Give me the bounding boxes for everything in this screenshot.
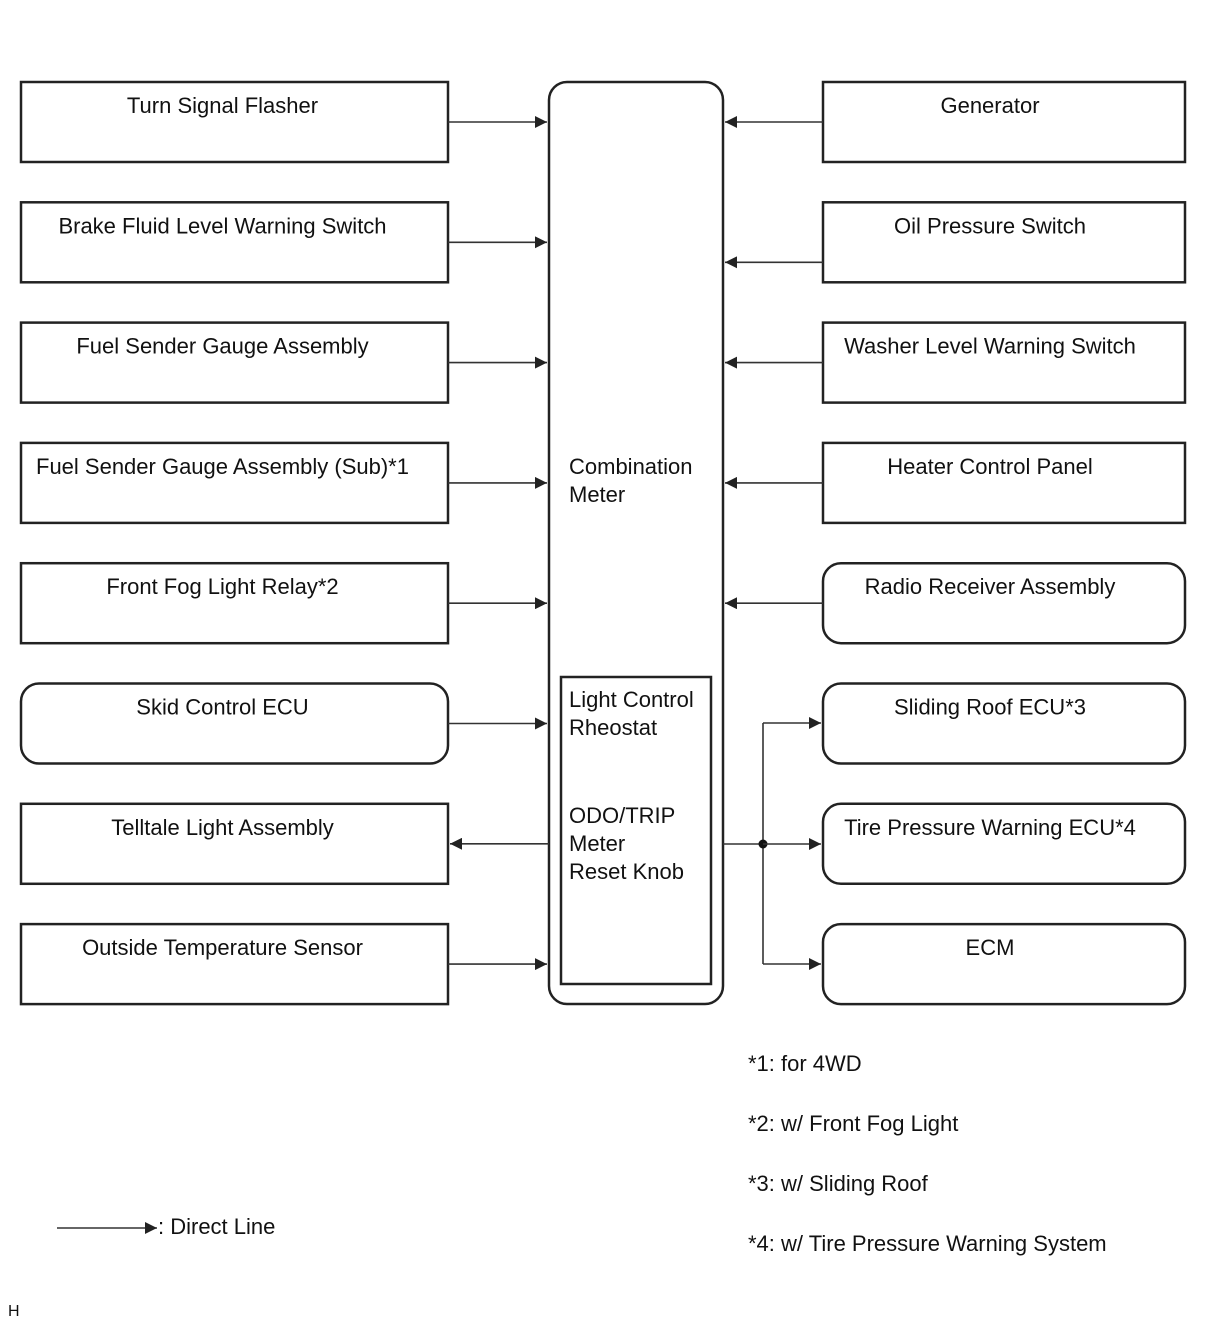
- heater-control-panel-box: [821, 441, 1187, 525]
- tire-pressure-warning-ecu-4-box: [821, 802, 1187, 886]
- turn-signal-flasher-box: [19, 80, 450, 164]
- footnote-3: *3: w/ Sliding Roof: [748, 1171, 928, 1196]
- odo-trip-label-3: Reset Knob: [569, 859, 684, 884]
- washer-level-warning-switch-label: Washer Level Warning Switch: [844, 334, 1136, 359]
- ecm-box: [821, 922, 1187, 1006]
- oil-pressure-switch-label: Oil Pressure Switch: [894, 213, 1086, 238]
- fuel-sender-gauge-assembly-label: Fuel Sender Gauge Assembly: [76, 334, 368, 359]
- tire-pressure-warning-ecu-4-label: Tire Pressure Warning ECU*4: [844, 815, 1136, 840]
- sliding-roof-ecu-3-box: [821, 682, 1187, 765]
- generator-label: Generator: [940, 93, 1039, 118]
- radio-receiver-assembly-label: Radio Receiver Assembly: [865, 574, 1116, 599]
- telltale-light-assembly-box: [19, 802, 450, 886]
- telltale-light-assembly-label: Telltale Light Assembly: [111, 815, 334, 840]
- front-fog-light-relay-2-label: Front Fog Light Relay*2: [106, 574, 338, 599]
- front-fog-light-relay-2-box: [19, 561, 450, 645]
- brake-fluid-level-warning-switch-label: Brake Fluid Level Warning Switch: [58, 213, 386, 238]
- light-control-label-2: Rheostat: [569, 715, 657, 740]
- ecm-label: ECM: [966, 935, 1015, 960]
- footnote-4: *4: w/ Tire Pressure Warning System: [748, 1231, 1107, 1256]
- footnote-1: *1: for 4WD: [748, 1051, 862, 1076]
- combination-meter-label-1: Combination: [569, 454, 693, 479]
- corner-code: H: [8, 1303, 20, 1320]
- combination-meter-label-2: Meter: [569, 482, 625, 507]
- generator-box: [821, 80, 1187, 164]
- heater-control-panel-label: Heater Control Panel: [887, 454, 1092, 479]
- brake-fluid-level-warning-switch-box: [19, 201, 450, 284]
- footnote-2: *2: w/ Front Fog Light: [748, 1111, 959, 1136]
- output-branch: [723, 717, 821, 970]
- odo-trip-label-1: ODO/TRIP: [569, 803, 675, 828]
- oil-pressure-switch-box: [821, 201, 1187, 284]
- fuel-sender-gauge-assembly-sub-1-label: Fuel Sender Gauge Assembly (Sub)*1: [36, 454, 409, 479]
- outside-temperature-sensor-label: Outside Temperature Sensor: [82, 935, 363, 960]
- meter-inner-box: [559, 675, 713, 986]
- light-control-label-1: Light Control: [569, 687, 694, 712]
- washer-level-warning-switch-box: [821, 321, 1187, 404]
- skid-control-ecu-label: Skid Control ECU: [136, 695, 308, 720]
- fuel-sender-gauge-assembly-sub-1-box: [19, 441, 450, 525]
- legend-label: : Direct Line: [158, 1214, 276, 1239]
- odo-trip-label-2: Meter: [569, 831, 625, 856]
- sliding-roof-ecu-3-label: Sliding Roof ECU*3: [894, 695, 1086, 720]
- turn-signal-flasher-label: Turn Signal Flasher: [127, 93, 318, 118]
